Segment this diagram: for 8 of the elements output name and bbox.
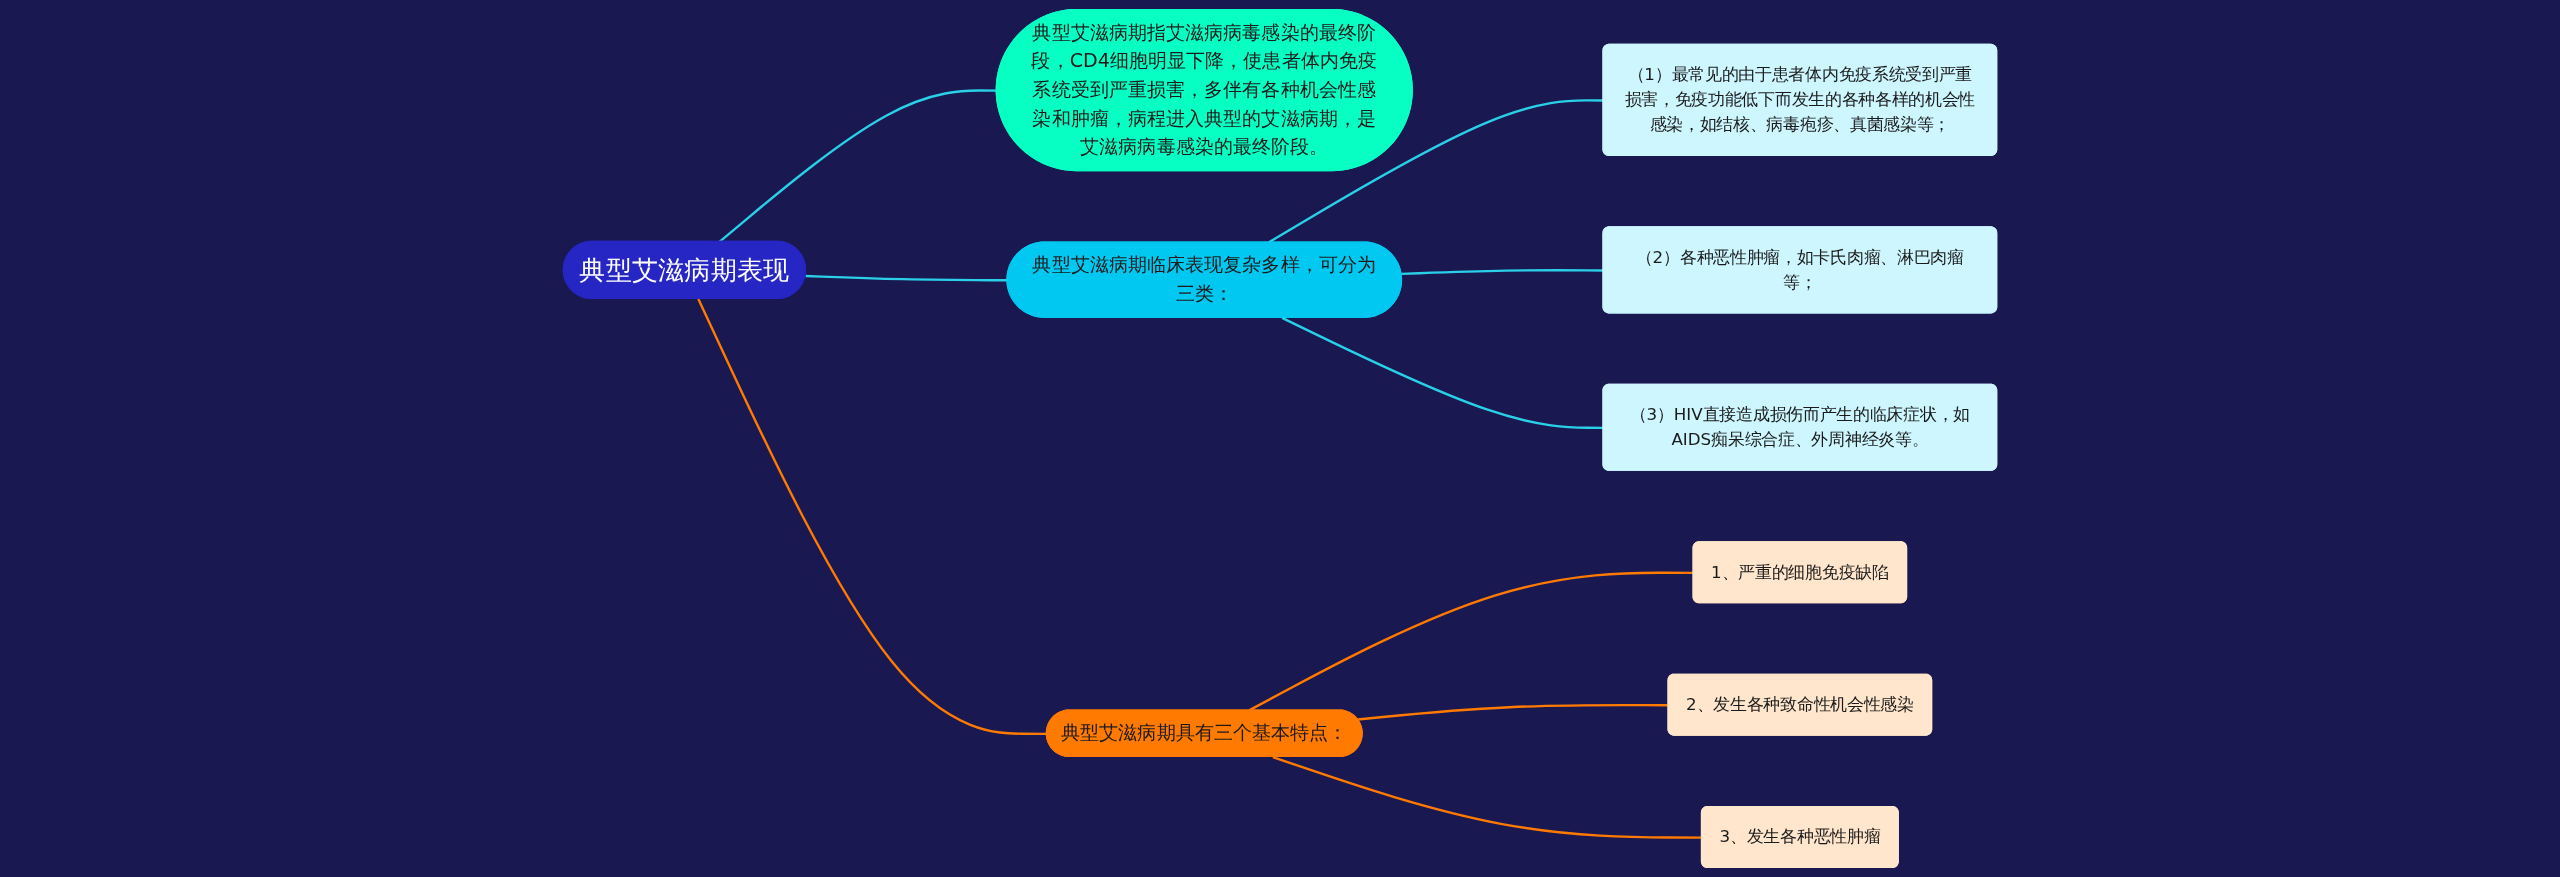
connector (1281, 316, 1604, 430)
connector (1267, 99, 1604, 244)
connector (1248, 571, 1694, 712)
connector (1357, 703, 1669, 721)
connector (1401, 269, 1604, 276)
connector (805, 274, 1008, 282)
connector (718, 89, 997, 243)
connector (697, 298, 1047, 736)
